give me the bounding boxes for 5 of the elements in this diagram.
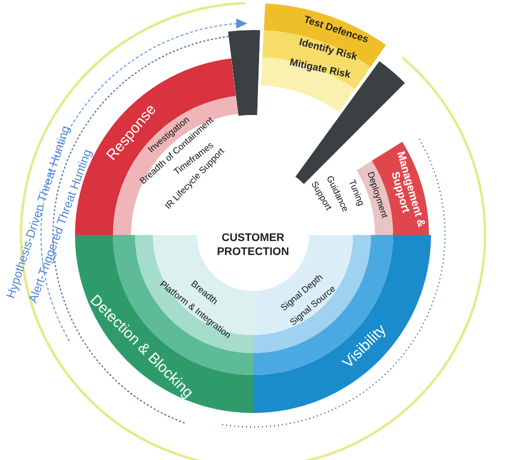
- center-title: CUSTOMER PROTECTION: [216, 232, 290, 260]
- pointer-wedge: [228, 30, 261, 116]
- segment-item: Tuning: [346, 178, 368, 208]
- segment-item: Mitigate Risk: [288, 57, 352, 83]
- ring-sector: [260, 1, 388, 113]
